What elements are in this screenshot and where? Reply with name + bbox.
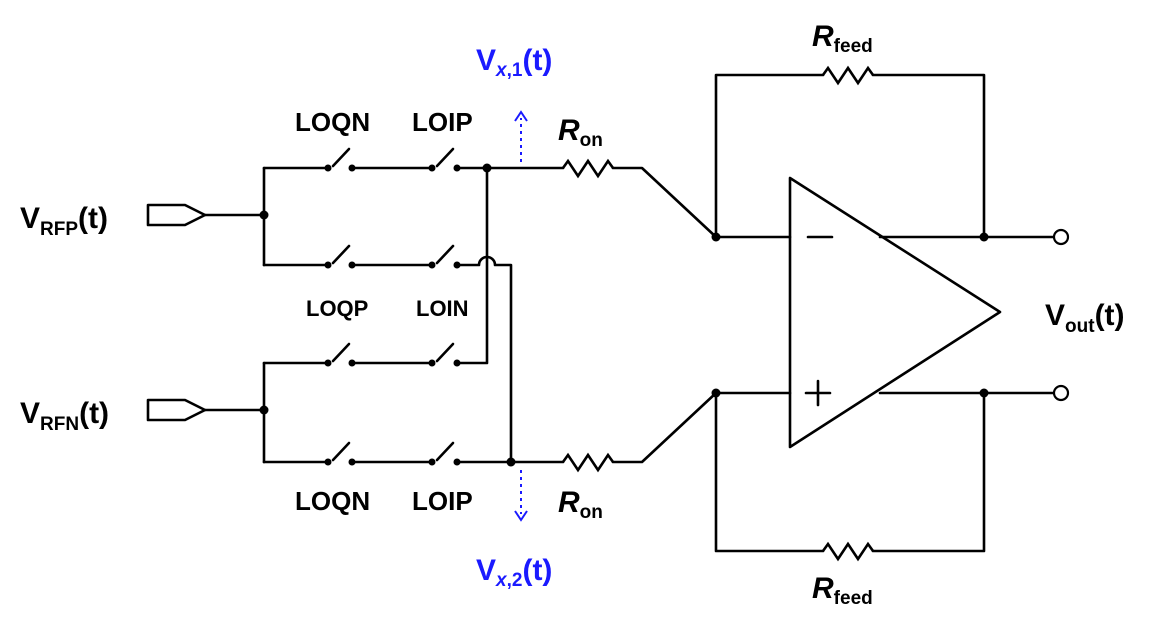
switch-contact xyxy=(324,164,332,172)
rfeed-bottom-label: Rfeed xyxy=(812,572,873,609)
switch-loqn-top xyxy=(331,147,351,168)
ron-bottom-label: Ron xyxy=(558,486,603,523)
vrfn-label: VRFN(t) xyxy=(20,397,109,435)
vout-label: Vout(t) xyxy=(1045,299,1125,337)
ron-top-label: Ron xyxy=(558,114,603,151)
switch-row3-b xyxy=(435,342,455,363)
rfp-junction-dot xyxy=(259,210,269,220)
switch-contact xyxy=(428,458,436,466)
vx1-label: Vx,1(t) xyxy=(476,44,552,81)
switch-loqn-bottom xyxy=(331,441,351,462)
output-top-terminal xyxy=(1052,228,1070,246)
label-loip-top: LOIP xyxy=(412,107,473,137)
switch-row3-a xyxy=(331,342,351,363)
switch-contact xyxy=(324,458,332,466)
vx2-probe-arrow xyxy=(514,510,528,522)
ron-top-to-inverting-wire xyxy=(611,166,792,239)
switch-contact xyxy=(428,359,436,367)
rfeed-top-label: Rfeed xyxy=(812,20,873,57)
label-loqn-bottom: LOQN xyxy=(295,486,370,516)
input-port-rfp xyxy=(146,203,207,227)
feedback-top-wire xyxy=(714,73,986,239)
switch-contact xyxy=(428,261,436,269)
ron-bottom-to-noninverting-wire xyxy=(611,391,792,464)
vx1-probe-arrow xyxy=(514,110,528,122)
switch-loip-bottom xyxy=(435,441,455,462)
opamp-triangle xyxy=(788,176,1002,449)
switch-loip-top xyxy=(435,147,455,168)
label-loip-bottom: LOIP xyxy=(412,486,473,516)
switch-contact xyxy=(428,164,436,172)
output-bottom-terminal xyxy=(1052,384,1070,402)
rfp-input-wire xyxy=(203,166,266,267)
switch-contact xyxy=(324,359,332,367)
rfn-input-wire xyxy=(203,361,266,464)
rfeed-bottom-resistor xyxy=(821,541,875,562)
cross-wire-top-to-row3 xyxy=(455,166,489,365)
vx2-node-dot xyxy=(506,457,516,467)
feedback-bottom-wire xyxy=(714,391,986,553)
label-loqn-top: LOQN xyxy=(295,107,370,137)
opamp-plus-sign xyxy=(804,379,832,407)
rfn-junction-dot xyxy=(259,405,269,415)
label-loin: LOIN xyxy=(416,296,469,321)
ron-bottom-resistor xyxy=(561,452,615,473)
switch-contact xyxy=(324,261,332,269)
rfeed-top-resistor xyxy=(821,65,875,86)
switch-loqp xyxy=(331,244,351,265)
switch-contact xyxy=(453,359,461,367)
vx2-label: Vx,2(t) xyxy=(476,554,552,591)
vrfp-label: VRFP(t) xyxy=(20,202,108,240)
row2-crossover-wire xyxy=(455,255,513,464)
ron-top-resistor xyxy=(561,158,615,179)
label-loqp: LOQP xyxy=(306,296,368,321)
input-port-rfn xyxy=(146,398,207,422)
switch-loin xyxy=(435,244,455,265)
